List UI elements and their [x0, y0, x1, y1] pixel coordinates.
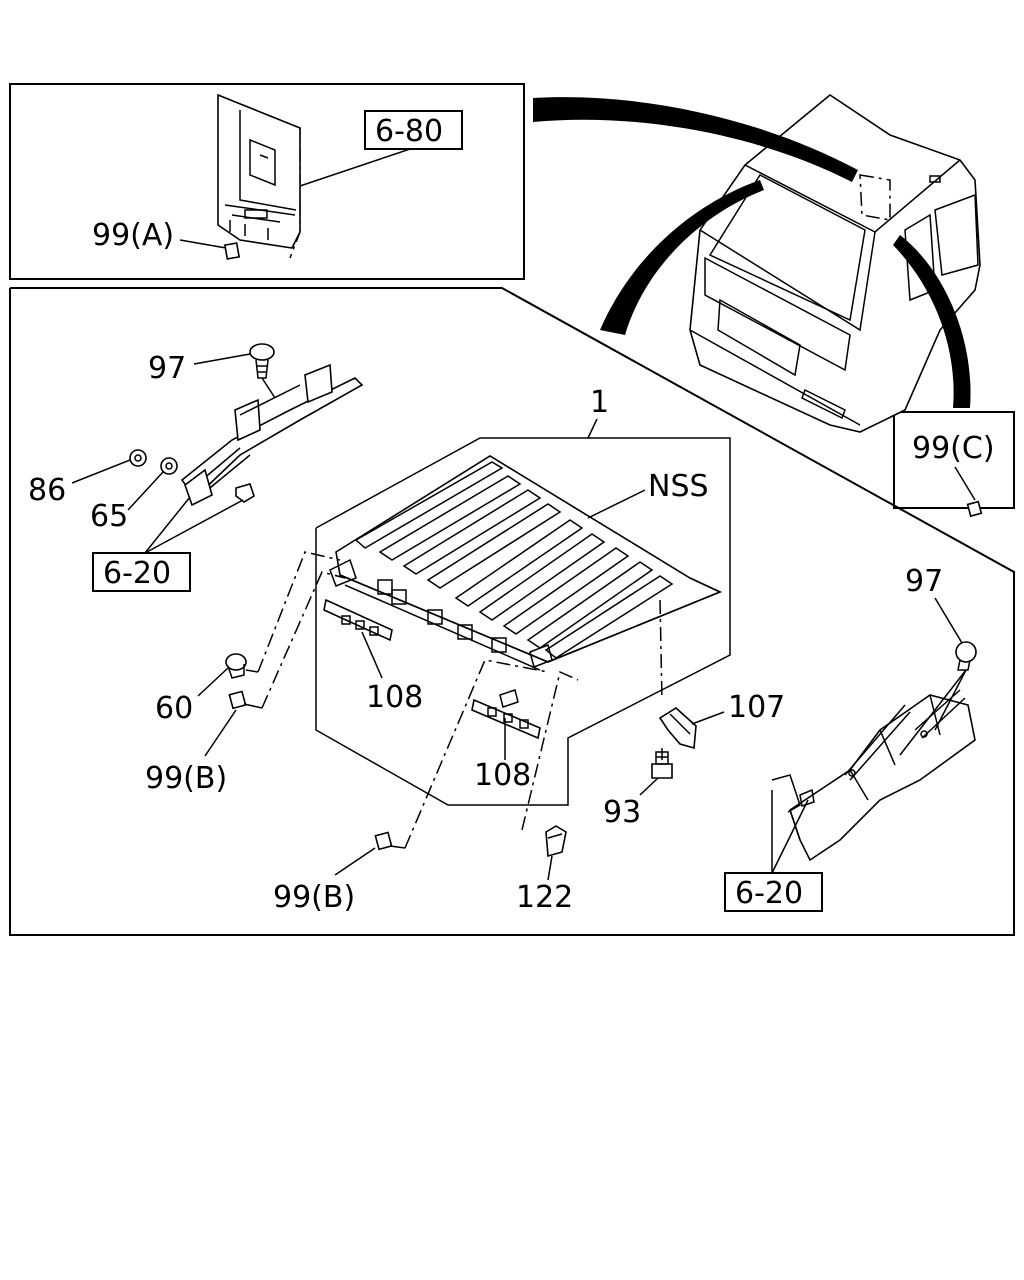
leader-6-80 [299, 148, 411, 187]
part-label-1: 1 [590, 385, 609, 420]
roof-panel-drawing [329, 455, 722, 671]
part-label-107: 107 [728, 690, 785, 725]
part-label-108-left: 108 [366, 680, 423, 715]
bolt-93-icon [651, 751, 673, 779]
part-label-60: 60 [155, 691, 193, 726]
leader-nss [587, 489, 646, 519]
ref-label-6-20-left[interactable]: 6-20 [103, 556, 171, 591]
leader-65 [127, 471, 164, 511]
leader-60 [197, 667, 229, 697]
washer-65-icon [160, 457, 178, 475]
nut-99b-bottom-icon [374, 831, 393, 851]
clip-strip-108-left-icon [323, 598, 393, 642]
part-label-99c: 99(C) [912, 431, 995, 466]
leader-99b-bottom [334, 847, 376, 876]
screw-97-right-icon [955, 641, 977, 671]
left-trim-drawing [180, 363, 364, 507]
ref-box-6-80[interactable] [364, 110, 463, 150]
part-label-97-left: 97 [148, 351, 186, 386]
leader-99a [179, 239, 227, 249]
right-trim-drawing [771, 689, 976, 862]
callout-swoosh-top [533, 97, 858, 182]
leader-93 [639, 777, 659, 796]
part-label-nss: NSS [648, 469, 709, 504]
part-label-65: 65 [90, 499, 128, 534]
washer-86-icon [129, 449, 147, 467]
ref-label-6-20-right[interactable]: 6-20 [735, 876, 803, 911]
bracket-107-icon [658, 707, 697, 750]
leader-99c [954, 466, 976, 501]
part-label-86: 86 [28, 473, 66, 508]
nut-99c-icon [966, 500, 983, 518]
clip-strip-108-right-icon [471, 689, 541, 740]
truck-cab-icon [689, 94, 981, 433]
leader-1 [587, 418, 598, 439]
leader-107 [691, 711, 725, 725]
nut-99b-left-icon [228, 690, 247, 710]
part-label-99a: 99(A) [92, 218, 174, 253]
bracket-panel-drawing [217, 93, 301, 259]
screw-97-left-icon [249, 343, 275, 379]
leader-122 [547, 855, 553, 881]
part-label-108-right: 108 [474, 758, 531, 793]
leader-97-right [934, 597, 963, 644]
leader-86 [71, 459, 131, 484]
part-label-93: 93 [603, 795, 641, 830]
part-label-99b-bottom: 99(B) [273, 880, 355, 915]
detail-frame-right [893, 411, 1015, 509]
callout-swoosh-right [893, 235, 971, 408]
part-label-99b-left: 99(B) [145, 761, 227, 796]
clip-6-20-left-icon [235, 483, 255, 503]
pad-122-icon [545, 825, 567, 858]
leader-97-left-to-trim [261, 377, 276, 399]
leader-97-left [193, 353, 251, 365]
nut-99a-icon [223, 242, 241, 260]
roof-assembly-outline [315, 437, 731, 806]
part-label-97-right: 97 [905, 564, 943, 599]
callout-swoosh-left [600, 180, 764, 335]
detail-frame-top [9, 83, 525, 280]
leader-99b-left [204, 709, 237, 757]
ref-box-6-20-left[interactable] [92, 552, 191, 592]
ref-box-6-20-right[interactable] [724, 872, 823, 912]
part-label-122: 122 [516, 880, 573, 915]
leader-108-left [361, 631, 383, 679]
main-frame [9, 287, 1015, 936]
grommet-60-icon [225, 653, 247, 679]
ref-label-6-80[interactable]: 6-80 [375, 114, 443, 149]
